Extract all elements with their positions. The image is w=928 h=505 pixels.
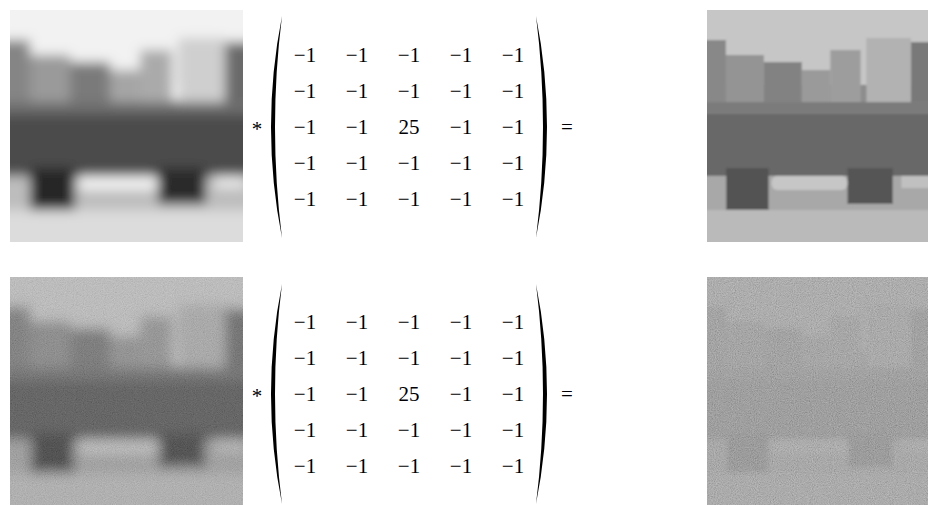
noise-amplified-photo	[688, 257, 928, 505]
matrix-entry: −1	[346, 312, 368, 333]
matrix-entry: −1	[398, 45, 420, 66]
matrix-entry: −1	[346, 45, 368, 66]
matrix-entry: −1	[450, 348, 472, 369]
matrix-entry: −1	[398, 189, 420, 210]
right-bracket	[536, 16, 547, 238]
matrix-entry: −1	[502, 153, 524, 174]
matrix-entry: −1	[502, 189, 524, 210]
blurred-photo	[0, 0, 263, 266]
matrix-entry: −1	[450, 117, 472, 138]
matrix-entry: −1	[398, 348, 420, 369]
matrix-entry: −1	[450, 45, 472, 66]
matrix-entry: −1	[450, 189, 472, 210]
matrix-entry: −1	[502, 45, 524, 66]
matrix-entry: −1	[450, 153, 472, 174]
operator-symbol: =	[561, 117, 573, 138]
matrix-entry: −1	[450, 384, 472, 405]
matrix-entry: −1	[398, 312, 420, 333]
matrix-entry: −1	[294, 348, 316, 369]
matrix-entry: −1	[294, 384, 316, 405]
matrix-entry: −1	[502, 348, 524, 369]
matrix-entry: −1	[450, 456, 472, 477]
matrix-entry: −1	[294, 312, 316, 333]
left-bracket	[271, 284, 282, 504]
matrix-entry: −1	[294, 81, 316, 102]
left-bracket	[271, 16, 282, 238]
matrix-entry: −1	[450, 312, 472, 333]
matrix-entry: −1	[398, 153, 420, 174]
matrix-entry: −1	[502, 456, 524, 477]
matrix-entry: −1	[502, 81, 524, 102]
right-bracket	[536, 284, 547, 504]
sharpened-photo	[688, 0, 928, 266]
matrix-entry: −1	[450, 81, 472, 102]
matrix-entry: −1	[294, 117, 316, 138]
matrix-entry: −1	[398, 420, 420, 441]
matrix-entry: −1	[502, 420, 524, 441]
operator-symbol: =	[561, 384, 573, 405]
matrix-entry: −1	[346, 348, 368, 369]
matrix-entry: −1	[502, 312, 524, 333]
matrix-entry: −1	[294, 189, 316, 210]
matrix-entry: −1	[346, 81, 368, 102]
noisy-blurred-photo	[0, 257, 263, 505]
matrix-entry: −1	[294, 456, 316, 477]
matrix-entry: −1	[346, 117, 368, 138]
matrix-entry: −1	[294, 45, 316, 66]
matrix-entry: −1	[398, 456, 420, 477]
matrix-entry: 25	[399, 384, 420, 405]
matrix-entry: −1	[294, 153, 316, 174]
operator-symbol: *	[252, 119, 263, 140]
matrix-entry: 25	[399, 117, 420, 138]
matrix-entry: −1	[398, 81, 420, 102]
matrix-entry: −1	[346, 384, 368, 405]
matrix-entry: −1	[346, 153, 368, 174]
matrix-entry: −1	[502, 384, 524, 405]
matrix-entry: −1	[346, 456, 368, 477]
matrix-entry: −1	[294, 420, 316, 441]
matrix-entry: −1	[502, 117, 524, 138]
operator-symbol: *	[252, 386, 263, 407]
matrix-entry: −1	[346, 189, 368, 210]
matrix-entry: −1	[450, 420, 472, 441]
matrix-entry: −1	[346, 420, 368, 441]
